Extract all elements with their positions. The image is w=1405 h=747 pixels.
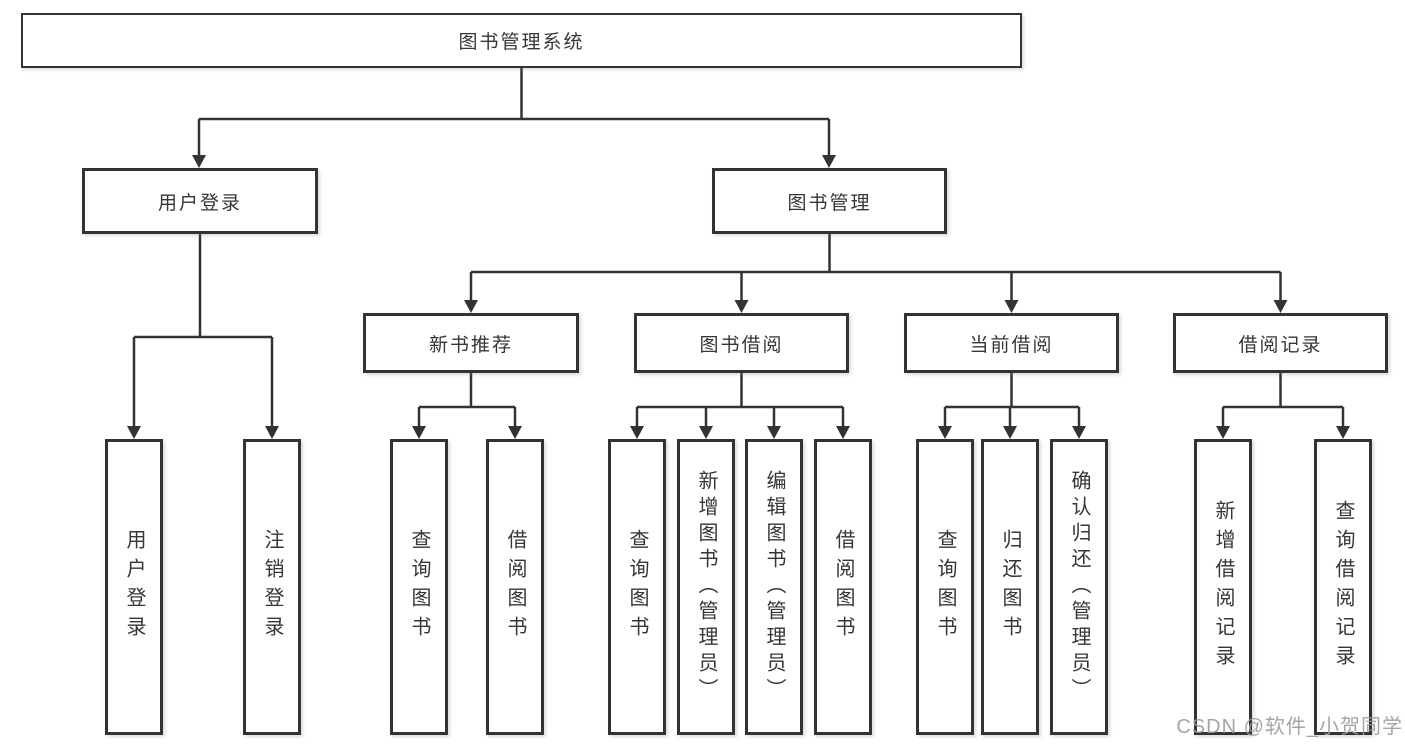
node-book-borrow-label: 图书借阅 [699, 334, 784, 356]
leaf-add-book-label: 新增图书（管理员） [695, 470, 717, 704]
leaf-user-login: 用户登录 [105, 439, 163, 735]
leaf-borrow-book-1: 借阅图书 [486, 439, 544, 735]
leaf-add-borrow-record-label: 新增借阅记录 [1212, 500, 1234, 674]
connector-newbookrec-to-leaves [417, 373, 517, 429]
leaf-add-book: 新增图书（管理员） [677, 439, 735, 735]
arrow-down-icon [192, 155, 206, 168]
connector-borrowrecord-to-leaves [1221, 373, 1345, 429]
arrow-down-icon [699, 426, 713, 439]
node-new-book-recommend: 新书推荐 [363, 313, 579, 373]
leaf-borrow-book-2: 借阅图书 [814, 439, 872, 735]
node-current-borrow: 当前借阅 [904, 313, 1119, 373]
connector-currentborrow-to-leaves [943, 373, 1081, 429]
leaf-confirm-return-label: 确认归还（管理员） [1068, 470, 1090, 704]
arrow-down-icon [836, 426, 850, 439]
leaf-return-book: 归还图书 [981, 439, 1039, 735]
arrow-down-icon [265, 426, 279, 439]
leaf-logout: 注销登录 [243, 439, 301, 735]
leaf-query-book-2: 查询图书 [608, 439, 666, 735]
node-root: 图书管理系统 [21, 13, 1022, 68]
arrow-down-icon [1273, 300, 1288, 313]
node-borrow-record: 借阅记录 [1173, 313, 1388, 373]
arrow-down-icon [464, 300, 478, 313]
node-root-label: 图书管理系统 [458, 32, 585, 53]
node-book-borrow: 图书借阅 [634, 313, 849, 373]
arrow-down-icon [1216, 426, 1230, 439]
leaf-return-book-label: 归还图书 [999, 529, 1021, 645]
connector-root-to-level2 [197, 68, 831, 158]
leaf-query-book-3: 查询图书 [916, 439, 974, 735]
connector-userlogin-to-leaves [132, 234, 274, 429]
arrow-down-icon [734, 300, 749, 313]
node-book-management: 图书管理 [712, 168, 947, 234]
leaf-query-borrow-record-label: 查询借阅记录 [1332, 500, 1354, 674]
arrow-down-icon [630, 426, 644, 439]
watermark: CSDN @软件_小贺同学 [1176, 716, 1403, 738]
arrow-down-icon [767, 426, 781, 439]
connector-bookmgmt-to-level3 [469, 234, 1282, 303]
leaf-query-book-1: 查询图书 [390, 439, 448, 735]
arrow-down-icon [508, 426, 522, 439]
node-current-borrow-label: 当前借阅 [969, 334, 1054, 356]
leaf-query-book-3-label: 查询图书 [934, 529, 956, 645]
leaf-query-borrow-record: 查询借阅记录 [1314, 439, 1372, 735]
leaf-edit-book: 编辑图书（管理员） [745, 439, 803, 735]
arrow-down-icon [1004, 300, 1019, 313]
node-user-login: 用户登录 [82, 168, 318, 234]
arrow-down-icon [938, 426, 952, 439]
node-new-book-recommend-label: 新书推荐 [428, 334, 513, 356]
arrow-down-icon [822, 155, 836, 168]
leaf-logout-label: 注销登录 [261, 529, 283, 645]
leaf-edit-book-label: 编辑图书（管理员） [763, 470, 785, 704]
arrow-down-icon [1003, 426, 1017, 439]
arrow-down-icon [1072, 426, 1086, 439]
arrow-down-icon [412, 426, 426, 439]
leaf-borrow-book-1-label: 借阅图书 [504, 529, 526, 645]
leaf-add-borrow-record: 新增借阅记录 [1194, 439, 1252, 735]
leaf-query-book-2-label: 查询图书 [626, 529, 648, 645]
arrow-down-icon [127, 426, 141, 439]
node-book-management-label: 图书管理 [787, 192, 872, 214]
connector-bookborrow-to-leaves [635, 373, 845, 429]
leaf-confirm-return: 确认归还（管理员） [1050, 439, 1108, 735]
leaf-user-login-label: 用户登录 [123, 529, 145, 645]
node-user-login-label: 用户登录 [157, 192, 242, 214]
leaf-query-book-1-label: 查询图书 [408, 529, 430, 645]
leaf-borrow-book-2-label: 借阅图书 [832, 529, 854, 645]
node-borrow-record-label: 借阅记录 [1238, 334, 1323, 356]
arrow-down-icon [1336, 426, 1350, 439]
